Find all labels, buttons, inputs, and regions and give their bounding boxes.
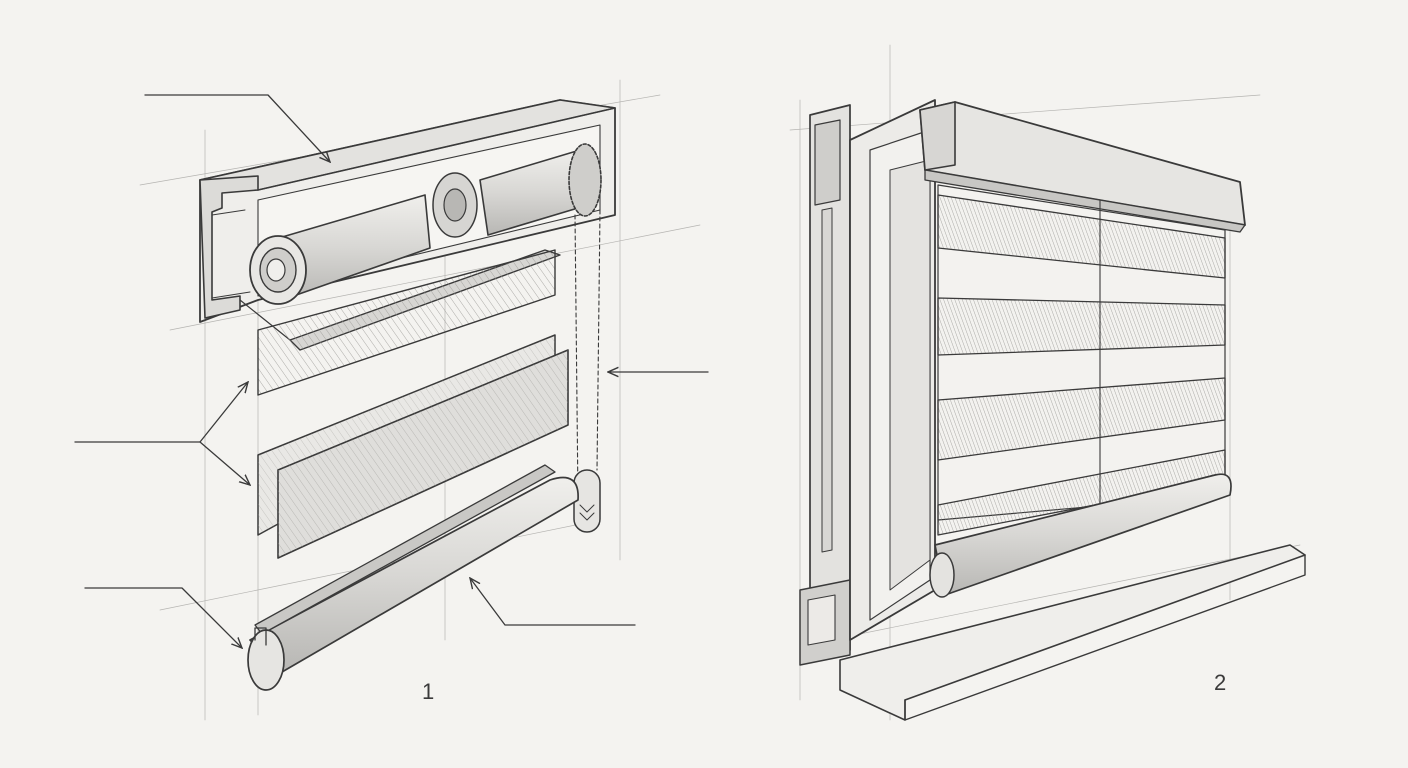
cassette-headrail [919,101,1246,233]
bottom-bar-2 [929,473,1232,598]
leader-headrail [144,94,330,162]
opaque-stripes [937,194,1226,536]
bead-chain [573,209,601,533]
leader-bottom-rail [84,587,242,648]
bottom-weight-bar [247,464,579,691]
figure-1-exploded-blind [74,79,709,721]
roller-tube [249,143,602,305]
window-frame-profile [799,104,851,666]
figure-2-installed-blind [789,44,1306,721]
leader-lines [74,94,709,648]
zebra-fabric [937,184,1226,536]
leader-fabric-lower [199,441,250,485]
fabric-layer-front [277,349,569,559]
window-sash [849,99,936,641]
figure-2-number: 2 [1214,670,1227,695]
leader-fabric-upper [74,382,248,443]
leader-rail-profile [470,578,636,626]
fabric-layer-top [257,249,556,396]
figure-1-number: 1 [422,679,435,704]
window-sill [839,544,1306,721]
